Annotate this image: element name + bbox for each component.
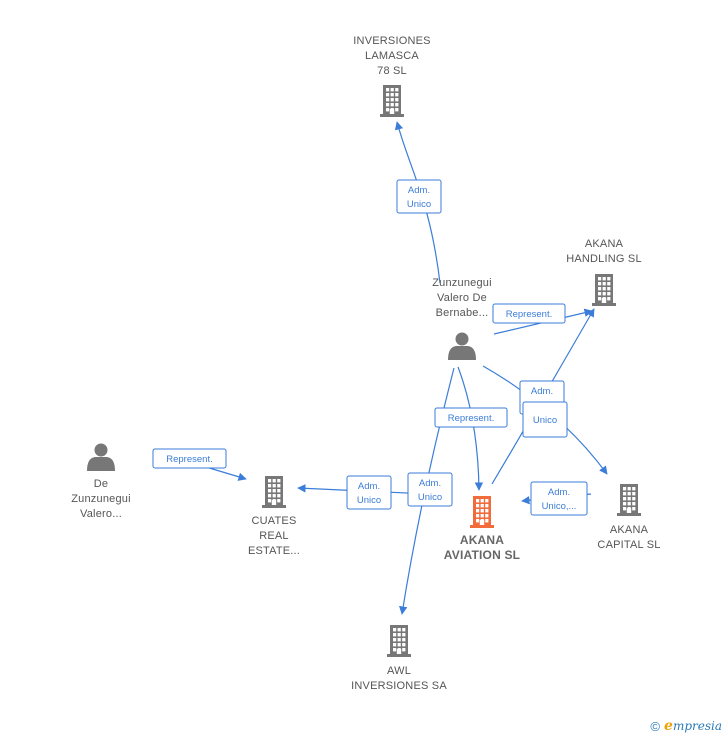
edge-label-box bbox=[434, 407, 508, 428]
edge-label-text: Represent. bbox=[448, 413, 494, 424]
edge-label-box bbox=[530, 481, 588, 516]
node-label: ESTATE... bbox=[248, 545, 300, 557]
node-label: De bbox=[94, 478, 108, 490]
edge-label-text: Represent. bbox=[166, 454, 212, 465]
edge-label-text: Unico,... bbox=[542, 501, 577, 512]
edge-label-text: Adm. bbox=[531, 386, 553, 397]
node-label: REAL bbox=[259, 530, 289, 542]
node-label: Valero De bbox=[437, 292, 487, 304]
edge-label-text: Unico bbox=[533, 415, 557, 426]
edge-label-box bbox=[152, 448, 227, 469]
node-akana-capital[interactable]: AKANA CAPITAL SL bbox=[597, 484, 660, 551]
person-icon bbox=[87, 443, 115, 471]
edge-label-e5[interactable]: Represent. bbox=[152, 448, 227, 469]
edge-label-e8[interactable]: Adm. Unico bbox=[407, 472, 453, 507]
node-inversiones[interactable]: INVERSIONES LAMASCA 78 SL bbox=[353, 35, 430, 117]
edge-e6 bbox=[457, 366, 484, 491]
node-label: LAMASCA bbox=[365, 50, 419, 62]
node-label: 78 SL bbox=[377, 65, 407, 77]
edge-label-text: Adm. bbox=[408, 185, 430, 196]
edge-label-box bbox=[346, 475, 392, 510]
copyright-icon: © bbox=[650, 718, 661, 734]
node-label: Zunzunegui bbox=[432, 277, 492, 289]
node-de-zunzunegui[interactable]: DeZunzuneguiValero... bbox=[71, 443, 131, 521]
node-label: Bernabe... bbox=[436, 307, 489, 319]
edge-label-box bbox=[396, 179, 442, 214]
edge-label-e6[interactable]: Represent. bbox=[434, 407, 508, 428]
edge-label-text: Unico bbox=[407, 199, 431, 210]
edge-labels-layer: Adm.UnicoRepresent.Adm.UnicoUnicoReprese… bbox=[152, 179, 588, 516]
node-awl[interactable]: AWL INVERSIONES SA bbox=[351, 625, 447, 692]
node-label: AVIATION SL bbox=[444, 548, 520, 562]
building-icon bbox=[617, 484, 641, 516]
edge-label-box bbox=[492, 303, 566, 324]
edge-label-text: Adm. bbox=[419, 478, 441, 489]
edge-label-text: Adm. bbox=[548, 487, 570, 498]
node-label: AKANA bbox=[610, 524, 649, 536]
edge-label-e7[interactable]: Adm. Unico bbox=[346, 475, 392, 510]
edge-e5 bbox=[205, 466, 247, 481]
node-cuates[interactable]: CUATES REAL ESTATE... bbox=[248, 476, 300, 557]
node-label: AKANA bbox=[585, 238, 624, 250]
edge-label-e9[interactable]: Adm. Unico,... bbox=[530, 481, 588, 516]
node-label: Valero... bbox=[80, 508, 122, 520]
footer-brand: © empresia bbox=[650, 718, 722, 734]
node-label: Zunzunegui bbox=[71, 493, 131, 505]
brand-logo: empresia bbox=[664, 718, 722, 734]
node-akana-handling[interactable]: AKANA HANDLING SL bbox=[566, 238, 642, 306]
edge-label-box bbox=[522, 401, 568, 438]
edge-label-e2[interactable]: Represent. bbox=[492, 303, 566, 324]
edge-label-e1[interactable]: Adm. Unico bbox=[396, 179, 442, 214]
node-label: HANDLING SL bbox=[566, 253, 642, 265]
edge-label-box bbox=[407, 472, 453, 507]
person-icon bbox=[448, 332, 476, 360]
building-icon bbox=[470, 496, 494, 528]
building-icon bbox=[262, 476, 286, 508]
node-label: AWL bbox=[387, 665, 411, 677]
node-label: INVERSIONES bbox=[353, 35, 430, 47]
edge-label-text: Adm. bbox=[358, 481, 380, 492]
edge-label-text: Represent. bbox=[506, 309, 552, 320]
node-label: AKANA bbox=[460, 533, 504, 547]
node-label: CUATES bbox=[251, 515, 296, 527]
node-label: CAPITAL SL bbox=[597, 539, 660, 551]
edge-label-e4[interactable]: Unico bbox=[522, 401, 568, 438]
building-icon bbox=[387, 625, 411, 657]
edge-label-text: Unico bbox=[357, 495, 381, 506]
building-icon bbox=[380, 85, 404, 117]
node-label: INVERSIONES SA bbox=[351, 680, 447, 692]
edge-label-text: Unico bbox=[418, 492, 442, 503]
building-icon bbox=[592, 274, 616, 306]
